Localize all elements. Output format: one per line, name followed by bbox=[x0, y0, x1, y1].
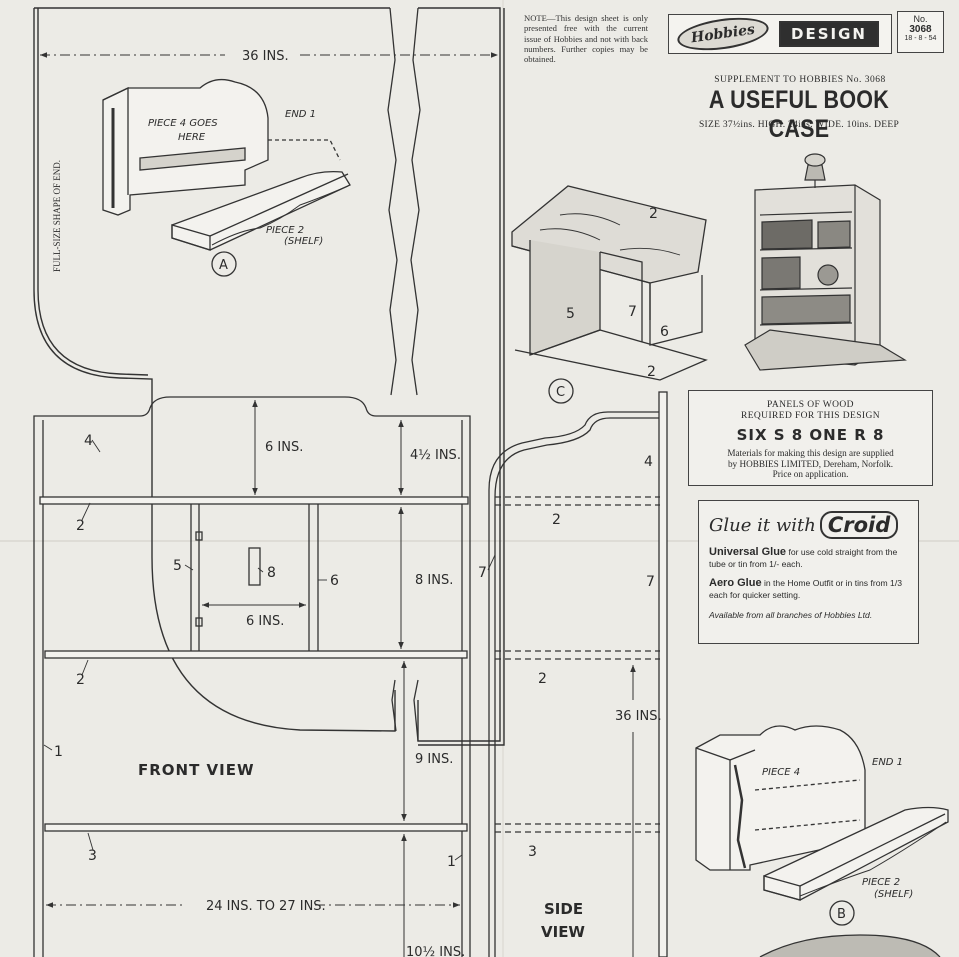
universal-glue-name: Universal Glue bbox=[709, 546, 787, 558]
detail-a-letter: A bbox=[219, 258, 228, 273]
dim-9-ins: 9 INS. bbox=[415, 752, 453, 767]
dimension-36-top: 36 INS. bbox=[40, 49, 498, 64]
logo-brand: Hobbies bbox=[675, 12, 771, 56]
panels-box: PANELS OF WOOD REQUIRED FOR THIS DESIGN … bbox=[688, 390, 933, 486]
detail-c-2b: 2 bbox=[647, 364, 656, 380]
side-view-label-1: SIDE bbox=[544, 900, 583, 918]
glue-availability: Available from all branches of Hobbies L… bbox=[709, 610, 873, 620]
part-2b: 2 bbox=[76, 672, 85, 688]
bookcase-illustration bbox=[744, 153, 907, 371]
detail-a-here: HERE bbox=[178, 132, 206, 143]
note-text: NOTE—This design sheet is only presented… bbox=[524, 13, 648, 65]
supplement-line: SUPPLEMENT TO HOBBIES No. 3068 bbox=[714, 75, 886, 85]
part-3: 3 bbox=[88, 848, 97, 864]
detail-c-5: 5 bbox=[566, 306, 575, 322]
issue-date: 18 - 8 - 54 bbox=[904, 35, 937, 42]
issue-number: 3068 bbox=[909, 24, 932, 35]
panels-line-1: Materials for making this design are sup… bbox=[727, 448, 894, 458]
side-part-2b: 2 bbox=[538, 671, 547, 687]
side-part-2a: 2 bbox=[552, 512, 561, 528]
side-view-label-2: VIEW bbox=[541, 923, 585, 941]
detail-c-7: 7 bbox=[628, 304, 637, 320]
panels-heading-2: REQUIRED FOR THIS DESIGN bbox=[740, 411, 880, 421]
panels-line-2: by HOBBIES LIMITED, Dereham, Norfolk. bbox=[727, 458, 894, 469]
side-view bbox=[488, 391, 668, 957]
size-line: SIZE 37½ins. HIGH. 24ins. WIDE. 10ins. D… bbox=[698, 120, 900, 130]
dim-width: 24 INS. TO 27 INS. bbox=[206, 899, 326, 914]
dim-10-half: 10½ INS. bbox=[406, 945, 465, 957]
detail-a-piece4: PIECE 4 GOES bbox=[148, 118, 218, 129]
panels-heading-1: PANELS OF WOOD bbox=[767, 400, 854, 410]
part-2a: 2 bbox=[76, 518, 85, 534]
side-part-3: 3 bbox=[528, 844, 537, 860]
part-8: 8 bbox=[267, 565, 276, 581]
universal-glue-text: for use cold straight from the tube or t… bbox=[709, 547, 898, 569]
part-4: 4 bbox=[84, 433, 93, 449]
side-part-7: 7 bbox=[646, 574, 655, 590]
dim-6-ins: 6 INS. bbox=[265, 440, 303, 455]
detail-a-shelf: (SHELF) bbox=[284, 236, 323, 247]
croid-logo: Croid bbox=[819, 511, 899, 539]
detail-c-6: 6 bbox=[660, 324, 669, 340]
panels-line-3: Price on application. bbox=[772, 469, 849, 479]
logo-design-word: DESIGN bbox=[779, 21, 879, 47]
dim-36-top-label: 36 INS. bbox=[242, 49, 289, 64]
dim-6b-ins: 6 INS. bbox=[246, 614, 284, 629]
dim-8-ins: 8 INS. bbox=[415, 573, 453, 588]
detail-c-letter: C bbox=[556, 385, 565, 400]
part-1: 1 bbox=[54, 744, 63, 760]
detail-a bbox=[102, 78, 351, 277]
detail-a-piece2: PIECE 2 bbox=[266, 225, 304, 236]
detail-b-end: END 1 bbox=[872, 757, 903, 768]
hobbies-logo: Hobbies DESIGN bbox=[668, 12, 892, 56]
detail-b-letter: B bbox=[837, 907, 846, 922]
break-lines bbox=[387, 7, 421, 742]
front-view-label: FRONT VIEW bbox=[138, 761, 255, 779]
part-1b: 1 bbox=[447, 854, 456, 870]
front-view bbox=[33, 396, 471, 957]
detail-c-2a: 2 bbox=[649, 206, 658, 222]
glue-advert: Glue it with Croid Universal Glue for us… bbox=[698, 500, 919, 644]
side-part-4: 4 bbox=[644, 454, 653, 470]
aero-glue-text: in the Home Outfit or in tins from 1/3 e… bbox=[709, 578, 903, 600]
issue-box: No. 3068 18 - 8 - 54 bbox=[897, 11, 944, 53]
part-5: 5 bbox=[173, 558, 182, 574]
aero-glue-name: Aero Glue bbox=[709, 577, 762, 589]
issue-label: No. bbox=[913, 14, 928, 24]
part-7: 7 bbox=[478, 565, 487, 581]
detail-c bbox=[511, 185, 708, 404]
glue-headline: Glue it with bbox=[709, 514, 816, 536]
panels-count: SIX S 8 ONE R 8 bbox=[736, 426, 885, 444]
detail-b-shelf: (SHELF) bbox=[874, 889, 913, 900]
full-size-label: FULL-SIZE SHAPE OF END. bbox=[52, 160, 62, 272]
detail-b bbox=[695, 725, 949, 957]
front-view-dims bbox=[46, 400, 460, 957]
part-6: 6 bbox=[330, 573, 339, 589]
dim-36-side: 36 INS. bbox=[615, 709, 662, 724]
full-size-end-outline bbox=[33, 7, 505, 746]
detail-a-end: END 1 bbox=[285, 109, 316, 120]
page-title: A USEFUL BOOK CASE bbox=[708, 86, 890, 143]
detail-b-piece4: PIECE 4 bbox=[762, 767, 800, 778]
detail-b-piece2: PIECE 2 bbox=[862, 877, 900, 888]
dim-4-half-ins: 4½ INS. bbox=[410, 448, 461, 463]
